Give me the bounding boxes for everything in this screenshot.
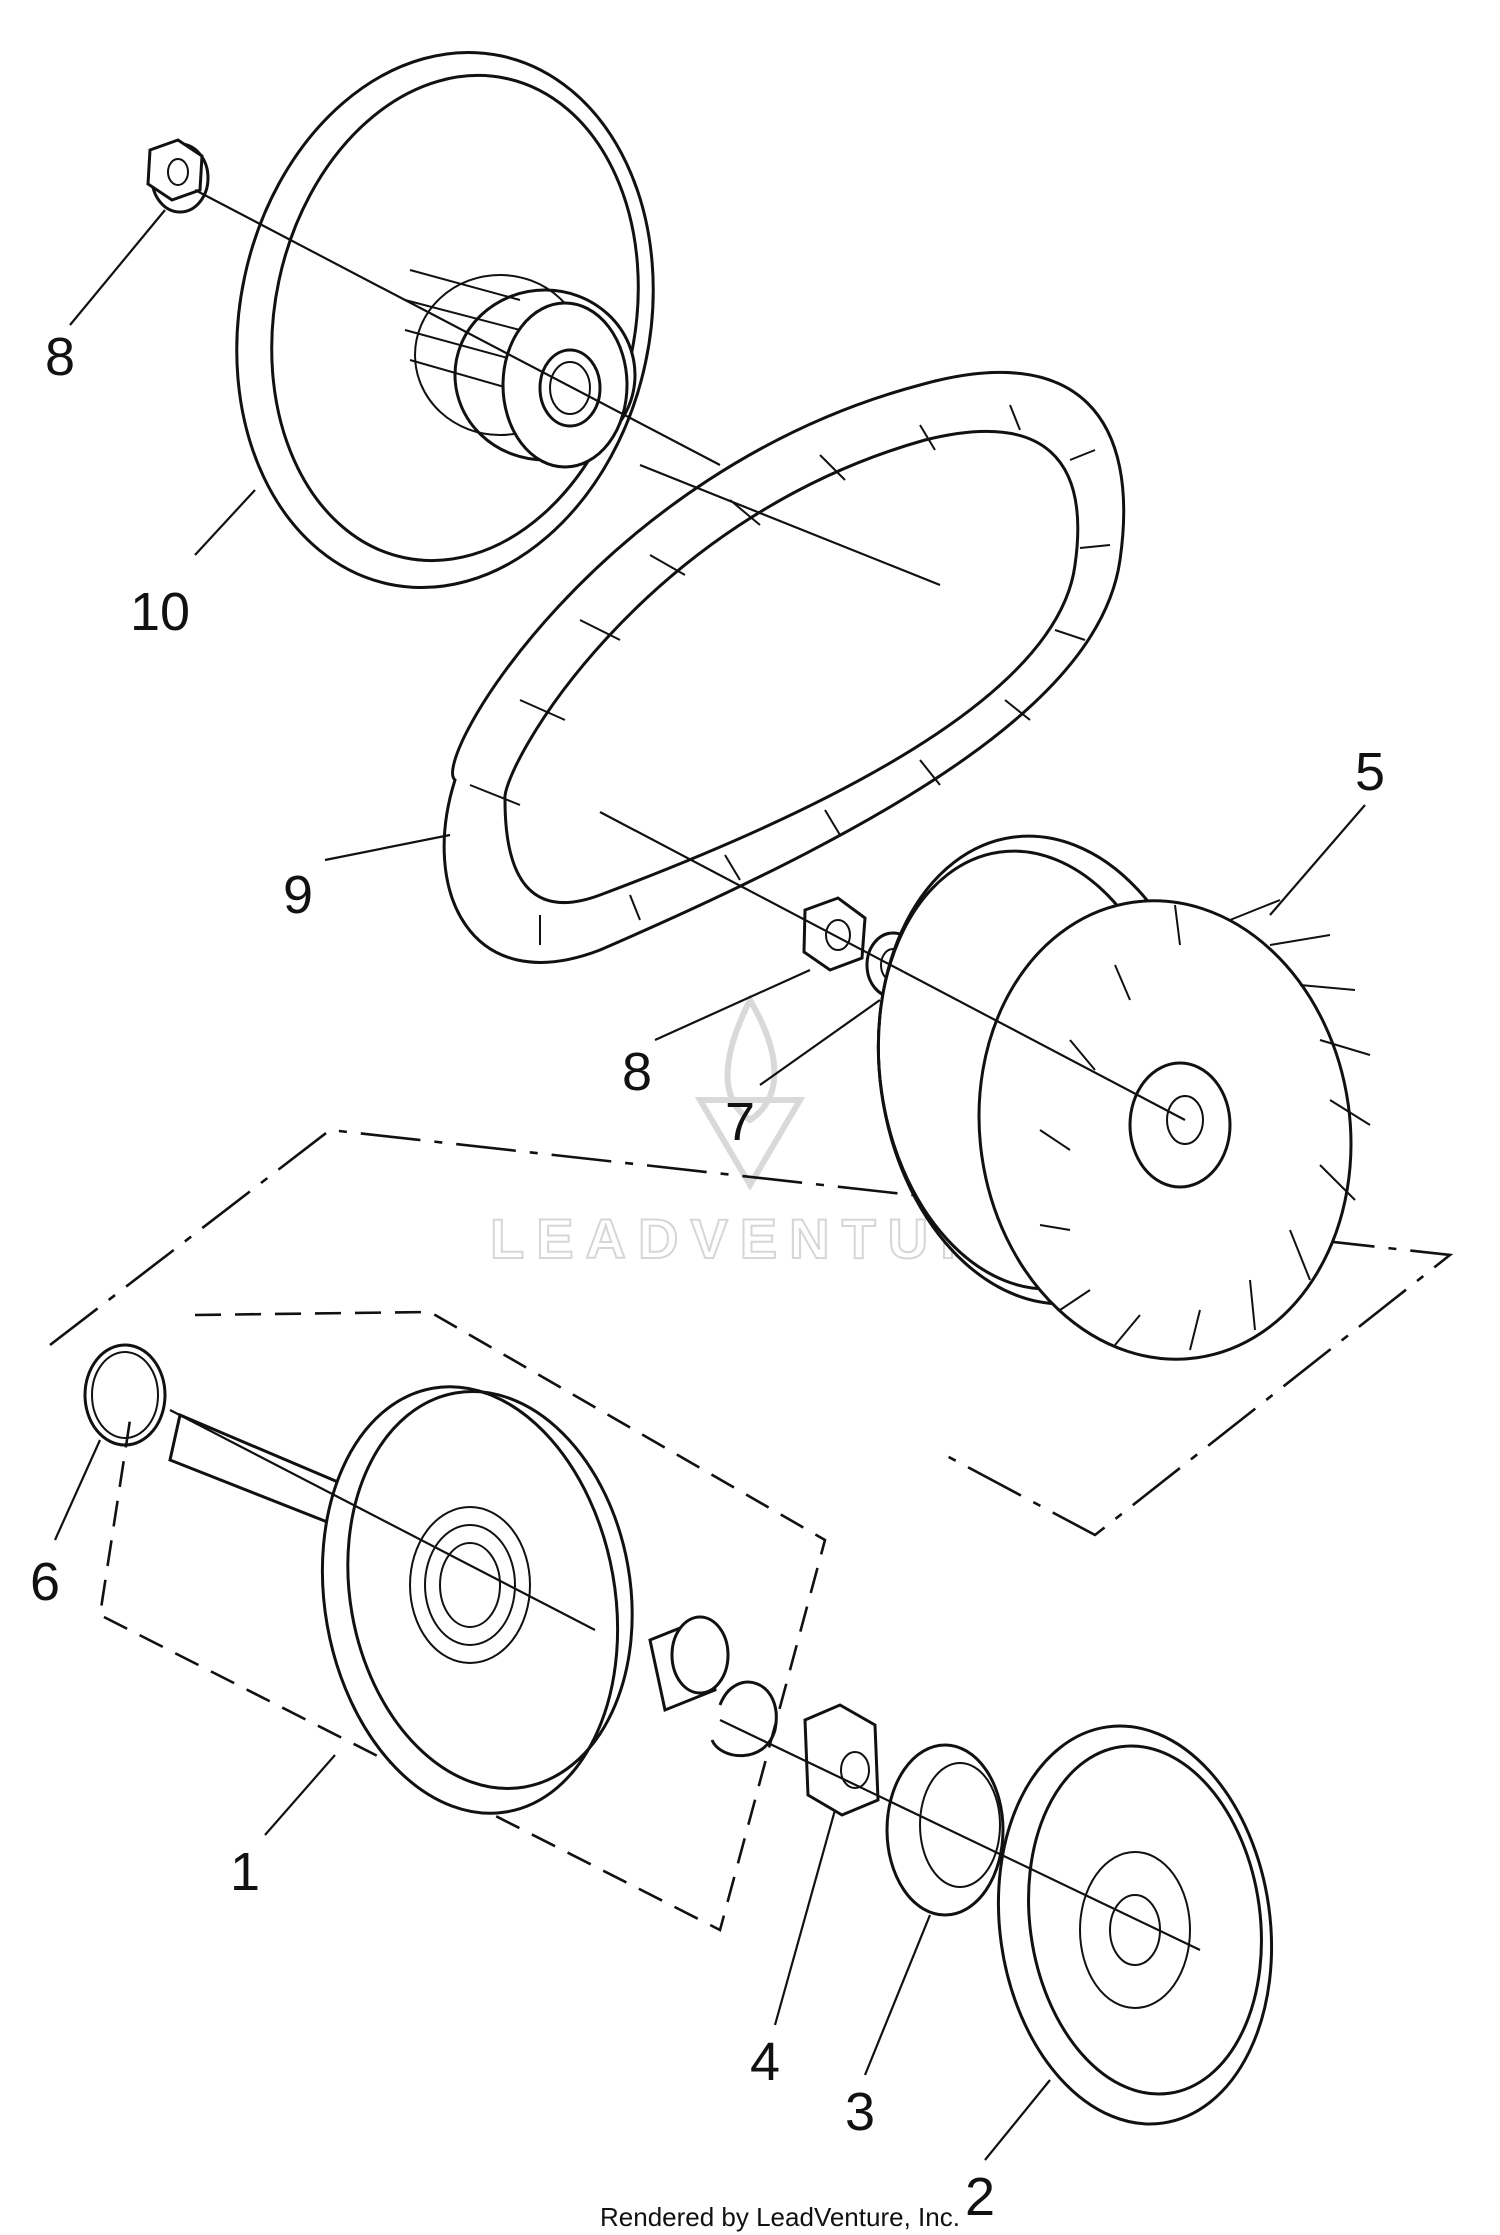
callout-8-top: 8 [45,327,75,387]
clutch-housing-shaft [168,1385,634,1815]
axis-line-bottom [169,1409,1201,1951]
assembly-outline-outer [49,1128,1454,1537]
callout-5: 5 [1355,742,1385,802]
footer-credit: Rendered by LeadVenture, Inc. [600,2202,960,2232]
axis-line-top [194,189,1186,1121]
bearing [648,1615,730,1713]
clutch-carrier [996,1724,1274,2126]
nut-top [146,138,210,214]
drive-belt [442,370,1126,964]
drive-pulley-fan [876,834,1371,1361]
circlip [710,1680,778,1758]
leadventure-flame-logo-icon [694,993,806,1191]
callout-10: 10 [130,582,190,642]
callout-7: 7 [725,1092,755,1152]
callout-4: 4 [750,2032,780,2092]
callout-2: 2 [965,2167,995,2227]
snap-ring [83,1343,167,1447]
callout-3: 3 [845,2082,875,2142]
callout-6: 6 [30,1552,60,1612]
nut-bottom [803,1703,880,1817]
nut-middle [802,896,867,972]
one-way-clutch [885,1743,1005,1917]
callout-1: 1 [230,1842,260,1902]
callout-8-middle: 8 [622,1042,652,1102]
leader-lines [53,209,1366,2161]
callout-9: 9 [283,865,313,925]
